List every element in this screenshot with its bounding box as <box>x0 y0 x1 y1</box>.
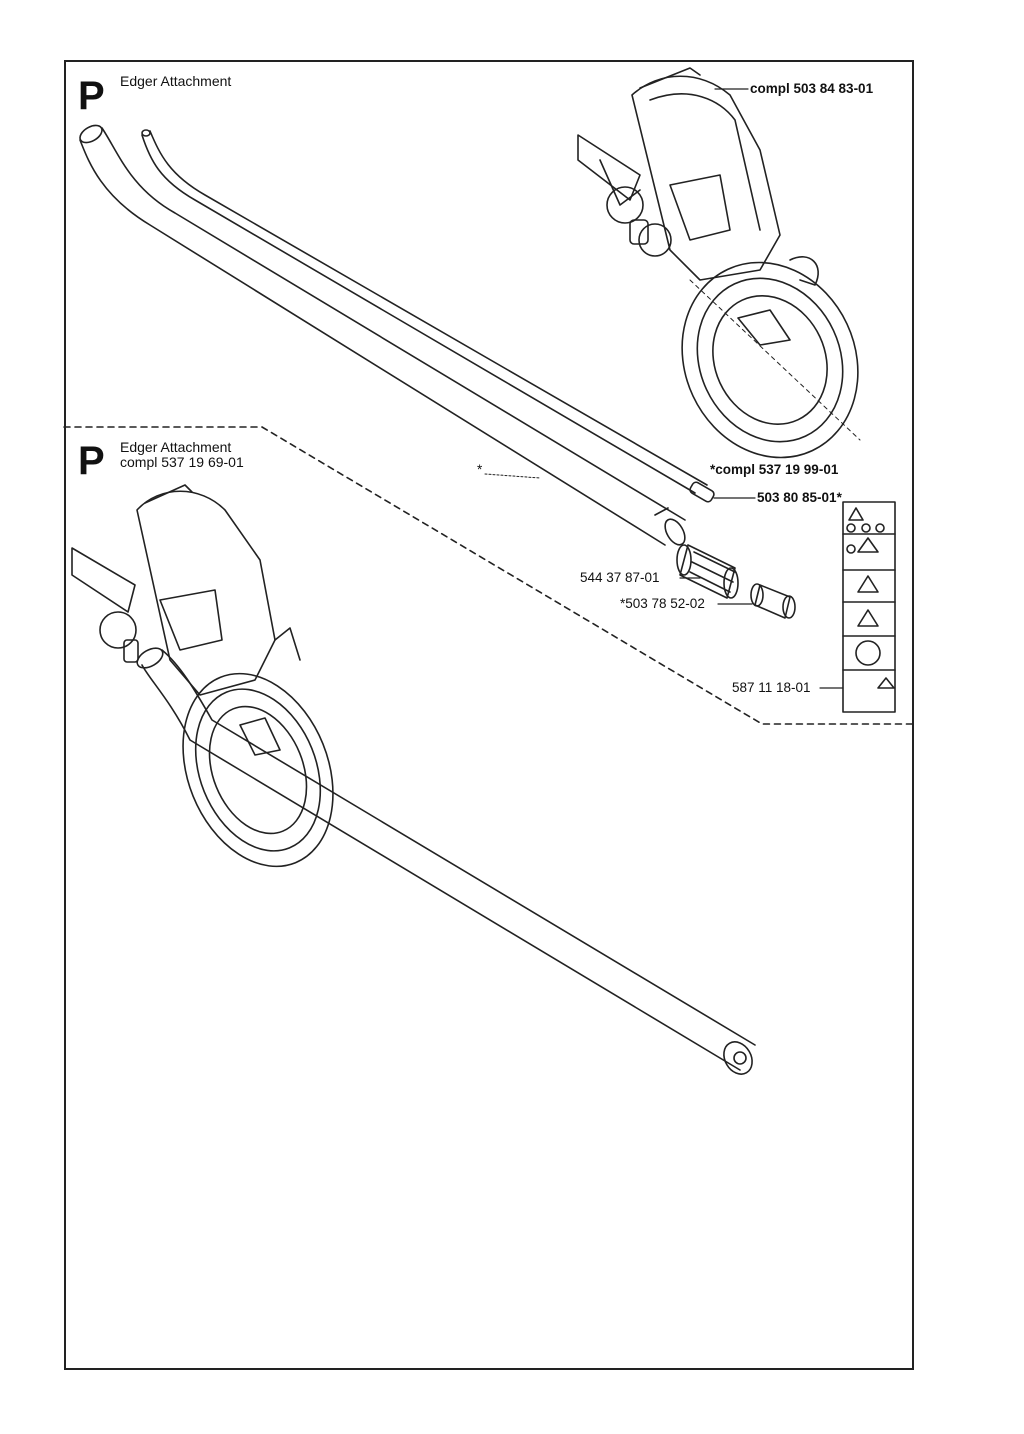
callout-coupling: *503 78 52-02 <box>620 596 705 611</box>
coupling-part <box>750 583 796 619</box>
section-letter-bottom: P <box>78 439 105 483</box>
section-divider <box>63 426 913 725</box>
shaft-tube-bottom <box>136 647 756 1075</box>
edger-head-top <box>577 67 861 459</box>
callout-decal: 587 11 18-01 <box>732 680 811 695</box>
leader-star <box>484 473 541 479</box>
section-title-bottom: Edger Attachment <box>120 439 232 455</box>
callout-shaft-kit: *compl 537 19 99-01 <box>710 462 839 477</box>
section-letter-top: P <box>78 74 105 118</box>
section-subtitle-bottom: compl 537 19 69-01 <box>120 454 244 470</box>
drive-shaft-top <box>141 129 715 503</box>
bushing-part <box>676 544 739 599</box>
callout-bushing: 544 37 87-01 <box>580 570 660 585</box>
callout-drive-shaft: 503 80 85-01* <box>757 490 842 505</box>
page-frame <box>64 60 914 1370</box>
callout-edger-head: compl 503 84 83-01 <box>750 81 874 96</box>
decal-part <box>842 501 896 713</box>
section-title-top: Edger Attachment <box>120 73 232 89</box>
callout-star: * <box>477 462 483 477</box>
shaft-tube-top <box>79 124 686 546</box>
edger-head-bottom <box>71 484 334 868</box>
